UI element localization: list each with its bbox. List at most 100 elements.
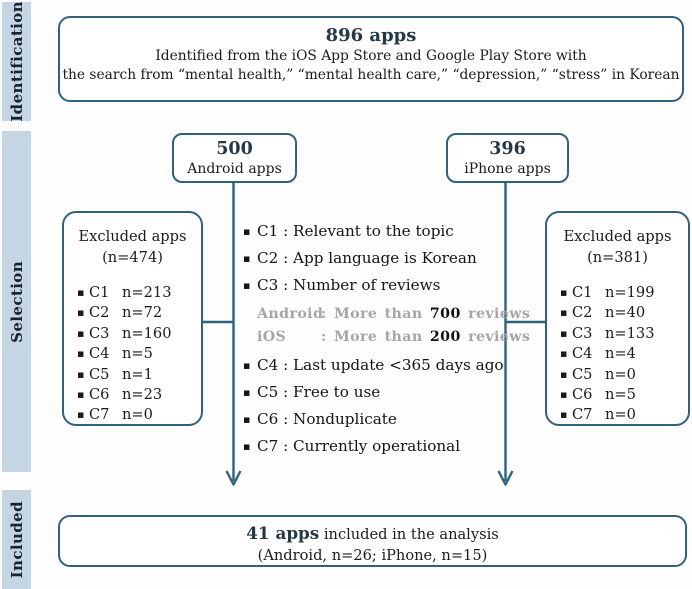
identified-line2: the search from “mental health,” “mental… [62,67,680,83]
criterion-code: C1 [89,284,110,301]
bullet-icon: ▪ [560,367,568,381]
iphone-label: iPhone apps [464,161,551,177]
note-prefix: : More than [321,306,430,322]
excluded-item: ▪ C1 n=213 [77,283,201,303]
criterion-count: n=72 [122,304,163,322]
criteria-item: ▪ C3 : Number of reviews [243,276,513,295]
criterion-code: C2 [89,304,110,322]
bullet-icon: ▪ [77,347,85,361]
android-apps-box: 500 Android apps [172,133,297,183]
criteria-text: C1 : Relevant to the topic [257,222,454,240]
stage-label-included: Included [7,500,26,579]
criteria-item: ▪ C1 : Relevant to the topic [243,222,513,241]
criteria-item: ▪ C7 : Currently operational [243,437,513,456]
criterion-code: C3 [89,324,110,342]
identified-count: 896 apps [325,25,417,46]
bullet-icon: ▪ [77,388,85,402]
criteria-item: ▪ C2 : App language is Korean [243,249,513,268]
criterion-count: n=23 [122,386,163,404]
criterion-count: n=4 [605,345,636,363]
criteria-text: C3 : Number of reviews [257,276,441,294]
iphone-count: 396 [489,139,526,159]
note-suffix: reviews [460,328,531,345]
criterion-count: n=213 [122,284,172,301]
bullet-icon: ▪ [77,408,85,422]
criterion-count: n=5 [122,345,153,363]
stage-bar-included: Included [2,490,31,589]
criterion-code: C5 [89,365,110,383]
excluded-item: ▪ C3 n=160 [77,324,201,344]
stage-bar-identification: Identification [2,1,31,122]
criterion-code: C2 [572,304,593,322]
criterion-count: n=0 [605,365,636,383]
android-label: Android apps [187,161,282,177]
criterion-count: n=199 [605,284,655,301]
bullet-icon: ▪ [243,413,251,426]
bullet-icon: ▪ [243,386,251,399]
included-box: 41 apps included in the analysis (Androi… [58,515,687,567]
note-prefix: : More than [321,328,430,345]
selection-criteria-list: ▪ C1 : Relevant to the topic ▪ C2 : App lan… [243,222,530,464]
criterion-count: n=40 [605,304,646,322]
android-count: 500 [216,139,253,159]
stage-bar-selection: Selection [2,131,31,472]
criterion-code: C6 [572,386,593,404]
identification-box: 896 apps Identified from the iOS App Sto… [58,16,684,102]
bullet-icon: ▪ [243,279,251,292]
bullet-icon: ▪ [560,306,568,320]
bullet-icon: ▪ [77,306,85,320]
review-threshold-value: 200 [429,328,461,345]
review-threshold-note: iOS : More than 200 reviews [257,326,530,349]
bullet-icon: ▪ [243,359,251,372]
criteria-item: ▪C5 : Free to use [243,383,513,402]
criteria-text: C7 : Currently operational [257,437,461,455]
bullet-icon: ▪ [77,326,85,340]
stage-label-identification: Identification [7,1,26,122]
criterion-count: n=160 [122,324,172,342]
bullet-icon: ▪ [560,408,568,422]
criterion-code: C3 [572,324,593,342]
excluded-item: ▪ C6 n=5 [560,385,688,405]
excluded-item: ▪ C2 n=72 [77,303,201,323]
criteria-item: ▪ C6 : Nonduplicate [243,410,513,429]
criteria-text: C2 : App language is Korean [257,249,477,267]
criterion-count: n=133 [605,324,655,342]
included-line1: 41 apps included in the analysis [60,522,685,546]
excluded-left-subtitle: (n=474) [102,249,163,266]
arrowhead-down-left-icon [225,470,242,486]
excluded-right-title: Excluded apps [563,228,672,245]
excluded-item: ▪ C2 n=40 [560,303,688,323]
platform-name: iOS [257,328,287,345]
excluded-item: ▪ C6 n=23 [77,385,201,405]
bullet-icon: ▪ [243,440,251,453]
note-suffix: reviews [460,306,531,322]
bullet-icon: ▪ [560,388,568,402]
review-threshold-note: Android: More than 700 reviews [257,303,530,326]
iphone-apps-box: 396 iPhone apps [446,133,569,183]
bullet-icon: ▪ [77,367,85,381]
identified-line1: Identified from the iOS App Store and Go… [155,48,587,64]
criterion-code: C5 [572,365,593,383]
criteria-text: C4 : Last update <365 days ago [257,356,504,374]
included-rest: included in the analysis [319,526,499,543]
criterion-code: C7 [89,406,110,424]
bullet-icon: ▪ [77,286,85,299]
bullet-icon: ▪ [243,225,251,238]
included-line2: (Android, n=26; iPhone, n=15) [257,547,488,564]
criterion-code: C1 [572,284,593,301]
criteria-text: C6 : Nonduplicate [257,410,397,428]
excluded-item: ▪ C5 n=1 [77,365,201,385]
criterion-count: n=5 [605,386,636,404]
arrowhead-down-right-icon [497,470,514,486]
criterion-code: C6 [89,386,110,404]
bullet-icon: ▪ [243,252,251,265]
criterion-count: n=1 [122,365,153,383]
